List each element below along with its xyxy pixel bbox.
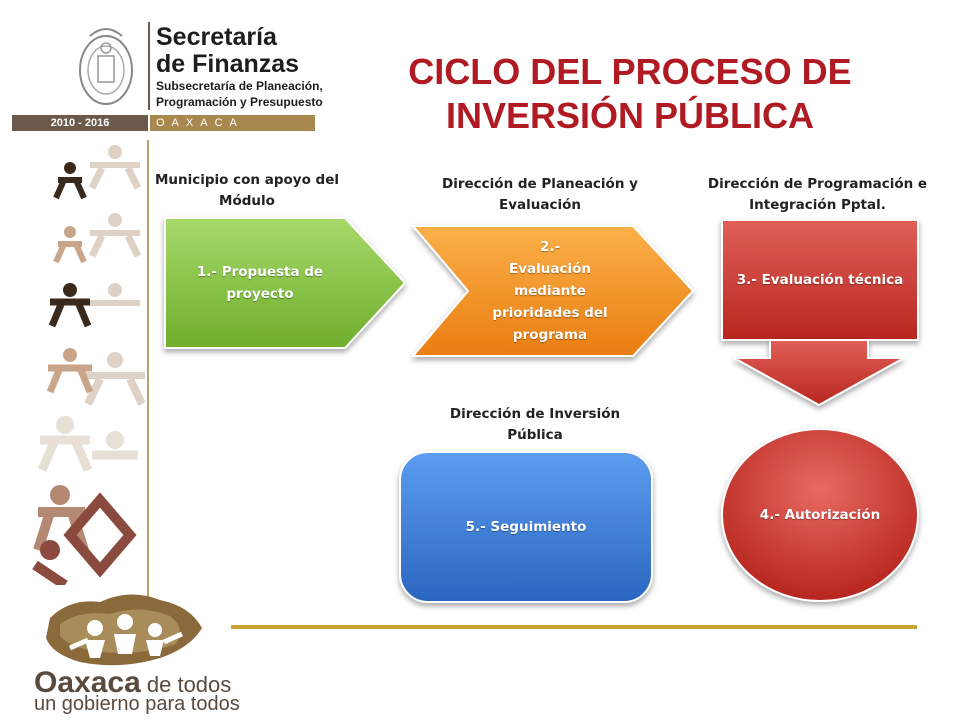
down-arrow-shape — [733, 339, 905, 407]
page-title-line2: INVERSIÓN PÚBLICA — [445, 95, 815, 136]
step4-shape — [721, 428, 919, 602]
org-subtitle-line2: Programación y Presupuesto — [156, 95, 323, 109]
step3-owner-label: Dirección de Programación e Integración … — [707, 176, 928, 213]
paper-people-decoration-icon — [32, 145, 145, 585]
logo-text-bold: Oaxaca — [34, 666, 141, 699]
state-bar — [150, 115, 315, 131]
step2-label: Evaluación mediante prioridades del prog… — [492, 261, 608, 343]
step2-text: 2.- Evaluación mediante prioridades del … — [455, 226, 645, 356]
header-separator — [148, 22, 150, 110]
step3-text: 3.- Evaluación técnica — [722, 220, 918, 340]
org-subtitle-line1: Subsecretaría de Planeación, — [156, 79, 323, 93]
state-label: OAXACA — [156, 117, 244, 129]
step1-owner-label: Municipio con apoyo del Módulo — [154, 172, 340, 209]
step4-text: 4.- Autorización — [722, 430, 918, 600]
step3-label: 3.- Evaluación técnica — [736, 272, 904, 288]
page-title: CICLO DEL PROCESO DE INVERSIÓN PÚBLICA — [350, 50, 910, 138]
org-title-line1: Secretaría — [156, 23, 277, 51]
step4-label: 4.- Autorización — [759, 507, 881, 523]
step2-shape — [410, 225, 695, 357]
org-title-line2: de Finanzas — [156, 50, 300, 78]
bottom-divider — [231, 625, 917, 629]
vertical-divider — [147, 140, 149, 610]
step5-owner-label: Dirección de Inversión Pública — [449, 406, 621, 443]
step5-shape — [399, 451, 653, 603]
logo-text-light: de todos — [140, 672, 232, 697]
step5-label: 5.- Seguimiento — [465, 519, 587, 535]
logo-text-line1: Oaxaca de todos — [34, 668, 231, 700]
page-title-line1: CICLO DEL PROCESO DE — [408, 51, 852, 92]
step2-owner-label: Dirección de Planeación y Evaluación — [442, 176, 638, 213]
oaxaca-seal-icon — [79, 28, 133, 105]
step3-shape — [721, 219, 919, 341]
years-bar — [12, 115, 148, 131]
step1-shape — [164, 217, 407, 349]
oaxaca-map-logo-icon — [46, 594, 202, 666]
step1-label: 1.- Propuesta de proyecto — [196, 264, 324, 302]
step5-text: 5.- Seguimiento — [400, 452, 652, 602]
step2-number: 2.- — [539, 239, 561, 255]
logo-text-line2: un gobierno para todos — [34, 693, 240, 715]
step1-text: 1.- Propuesta de proyecto — [170, 218, 350, 348]
step2-label-group: 2.- Evaluación mediante prioridades del … — [480, 236, 620, 346]
years-label: 2010 - 2016 — [50, 117, 110, 129]
